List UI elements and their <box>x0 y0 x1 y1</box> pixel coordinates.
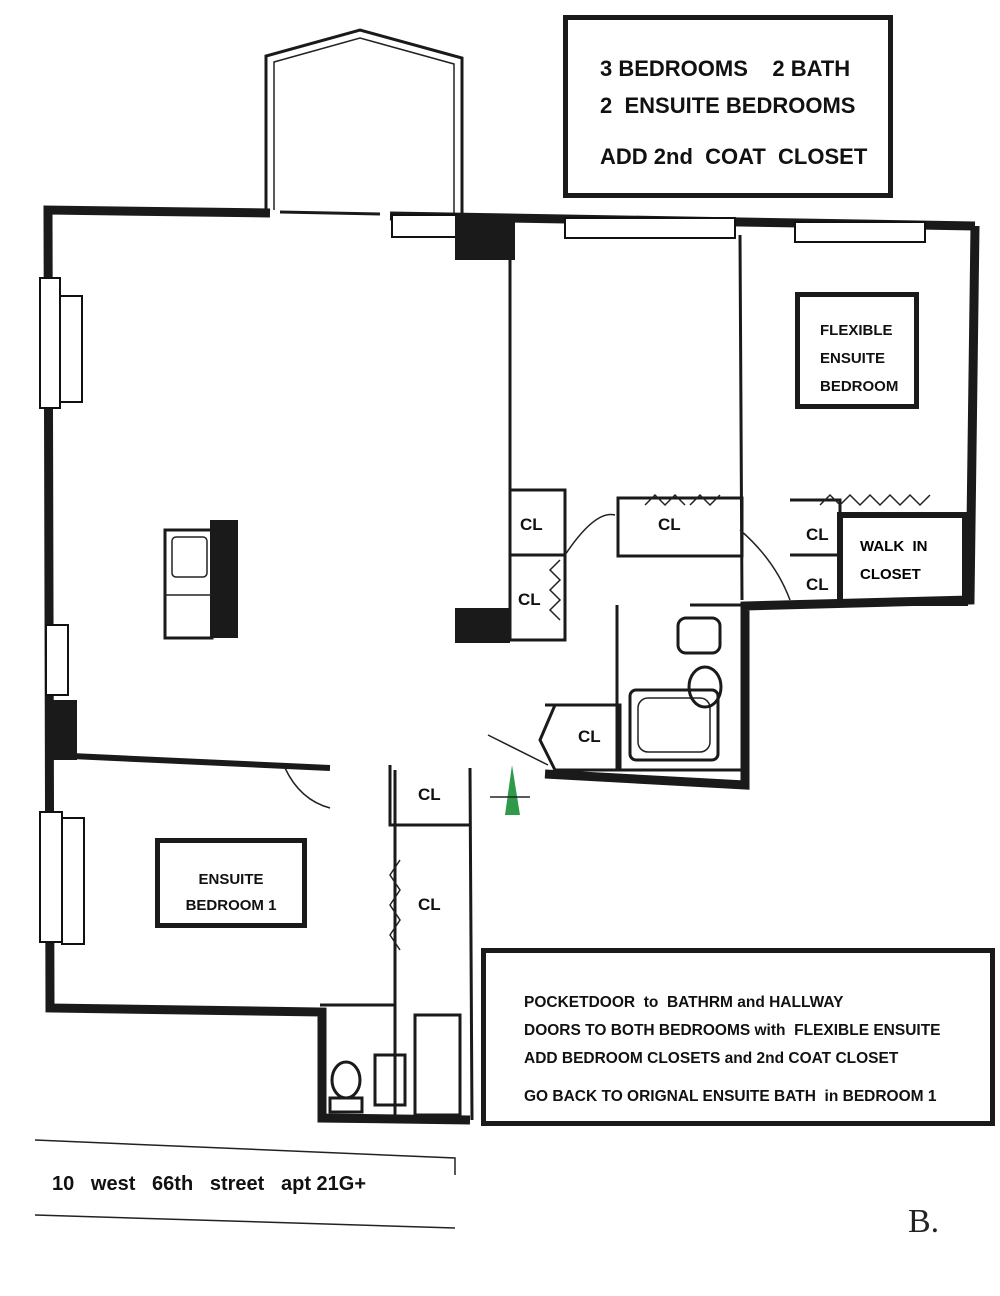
window <box>45 624 69 696</box>
window <box>794 221 926 243</box>
closet-label: CL <box>418 895 441 914</box>
summary-line: ADD 2nd COAT CLOSET <box>600 144 868 169</box>
room-label-flexible-ensuite-bedroom: FLEXIBLE ENSUITE BEDROOM <box>795 292 919 409</box>
room-label-line: CLOSET <box>860 566 921 583</box>
kitchen-island <box>210 520 238 638</box>
closet-label: CL <box>658 515 681 534</box>
closet-label: CL <box>806 525 829 544</box>
room-label-ensuite-bedroom-1: ENSUITE BEDROOM 1 <box>155 838 307 928</box>
closet-label: CL <box>418 785 441 804</box>
note-line: GO BACK TO ORIGNAL ENSUITE BATH in BEDRO… <box>524 1088 937 1105</box>
window <box>564 217 736 239</box>
closet-label: CL <box>518 590 541 609</box>
bay-window <box>264 28 464 216</box>
summary-box: 3 BEDROOMS 2 BATH 2 ENSUITE BEDROOMS ADD… <box>563 15 893 198</box>
room-label-walk-in-closet: WALK IN CLOSET <box>860 533 928 589</box>
note-line: ADD BEDROOM CLOSETS and 2nd COAT CLOSET <box>524 1050 899 1067</box>
window <box>39 277 61 409</box>
version-mark: B. <box>908 1203 939 1240</box>
closet-label: CL <box>520 515 543 534</box>
room-label-line: WALK IN <box>860 538 928 555</box>
room-label-line: ENSUITE <box>820 350 886 367</box>
room-label-line: FLEXIBLE <box>820 322 893 339</box>
summary-line: 3 BEDROOMS 2 BATH <box>600 56 851 81</box>
north-arrow-icon <box>505 765 520 815</box>
summary-line: 2 ENSUITE BEDROOMS <box>600 93 856 118</box>
notes-box: POCKETDOOR to BATHRM and HALLWAY DOORS T… <box>481 948 995 1126</box>
closet-label: CL <box>578 727 601 746</box>
note-line: DOORS TO BOTH BEDROOMS with FLEXIBLE ENS… <box>524 1022 941 1039</box>
address: 10 west 66th street apt 21G+ <box>52 1173 366 1195</box>
note-line: POCKETDOOR to BATHRM and HALLWAY <box>524 994 844 1011</box>
window <box>39 811 63 943</box>
room-label-line: BEDROOM 1 <box>185 897 277 914</box>
closet-label: CL <box>806 575 829 594</box>
room-label-line: ENSUITE <box>198 871 264 888</box>
exterior-wall <box>43 205 471 1125</box>
room-label-line: BEDROOM <box>820 378 899 395</box>
